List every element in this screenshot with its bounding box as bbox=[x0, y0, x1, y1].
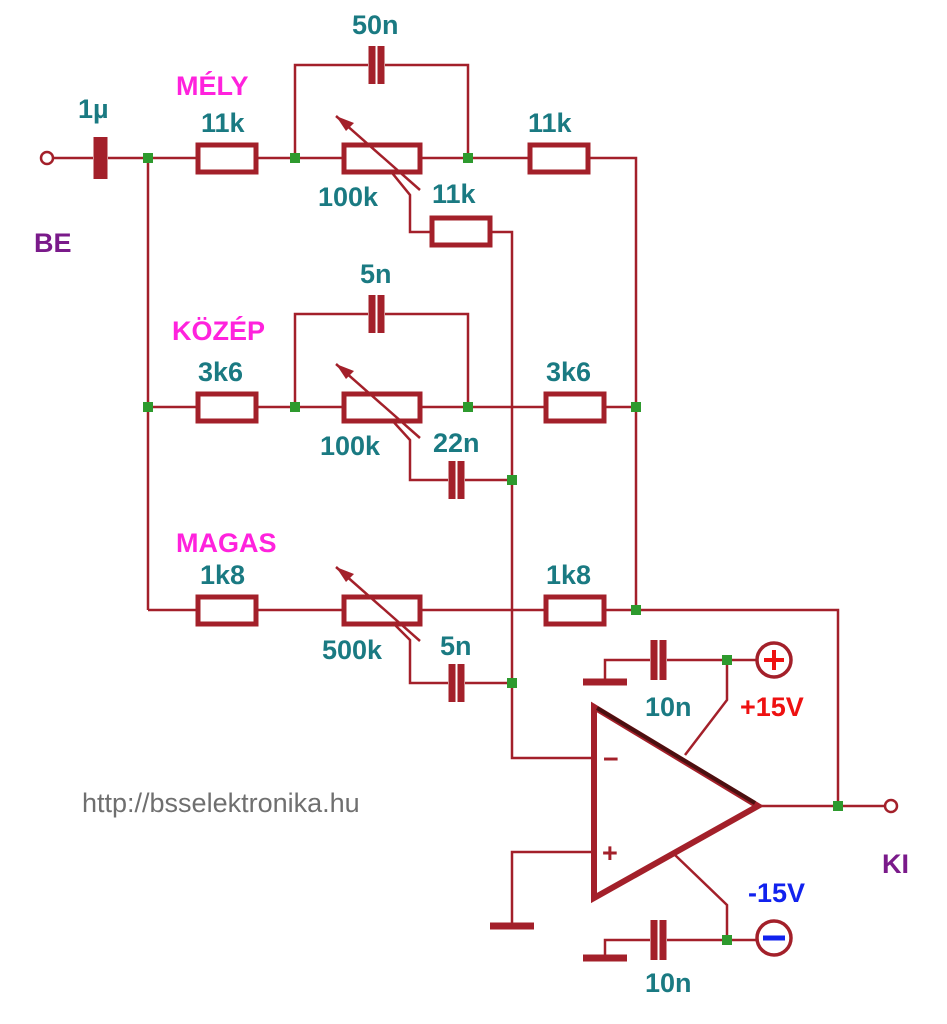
capacitor-input bbox=[93, 137, 108, 179]
label-c-in: 1µ bbox=[78, 94, 109, 124]
label-output: KI bbox=[882, 849, 909, 879]
label-mid: KÖZÉP bbox=[172, 315, 265, 346]
potentiometers bbox=[335, 115, 423, 642]
resistor-treble-in bbox=[195, 594, 259, 627]
potentiometer-mid bbox=[341, 391, 423, 424]
opamp: − + bbox=[591, 701, 764, 904]
opamp-plus-sign: + bbox=[602, 838, 618, 868]
potentiometer-treble bbox=[341, 594, 423, 627]
label-r-bass-wiper: 11k bbox=[432, 179, 477, 209]
label-r-bass-out: 11k bbox=[528, 108, 573, 138]
supply-minus-icon bbox=[755, 919, 793, 957]
label-c-bass: 50n bbox=[352, 10, 399, 40]
junction-nodes bbox=[143, 153, 843, 945]
resistor-treble-out bbox=[543, 594, 607, 627]
resistor-bass-wiper bbox=[429, 215, 493, 248]
resistor-mid-in bbox=[195, 391, 259, 424]
output-terminal bbox=[883, 798, 899, 814]
label-c-dec-neg: 10n bbox=[645, 968, 692, 998]
label-bass: MÉLY bbox=[176, 70, 249, 101]
section-labels: MÉLY KÖZÉP MAGAS bbox=[172, 70, 277, 558]
resistor-bass-out bbox=[527, 142, 591, 175]
label-r-mid-out: 3k6 bbox=[546, 357, 591, 387]
capacitors bbox=[93, 46, 667, 960]
label-input: BE bbox=[34, 228, 72, 258]
label-r-mid-in: 3k6 bbox=[198, 357, 243, 387]
label-p-bass: 100k bbox=[318, 182, 379, 212]
capacitor-mid-wiper bbox=[448, 461, 465, 499]
label-r-tre-out: 1k8 bbox=[546, 560, 591, 590]
label-c-mid-bridge: 5n bbox=[360, 259, 392, 289]
capacitor-decoupling-pos bbox=[650, 640, 667, 680]
opamp-minus-sign: − bbox=[603, 744, 619, 774]
capacitor-treble-wiper bbox=[448, 664, 465, 702]
resistor-bass-in bbox=[195, 142, 259, 175]
label-supply-pos: +15V bbox=[740, 692, 804, 722]
label-p-mid: 100k bbox=[320, 431, 381, 461]
capacitor-bass-bridge bbox=[368, 46, 385, 84]
label-c-tre-wiper: 5n bbox=[440, 631, 472, 661]
capacitor-mid-bridge bbox=[368, 295, 385, 333]
resistor-mid-out bbox=[543, 391, 607, 424]
label-c-mid-wiper: 22n bbox=[433, 428, 480, 458]
label-r-bass-in: 11k bbox=[201, 108, 246, 138]
label-p-tre: 500k bbox=[322, 635, 383, 665]
ground-symbols bbox=[490, 678, 627, 962]
label-c-dec-pos: 10n bbox=[645, 692, 692, 722]
label-supply-neg: -15V bbox=[748, 878, 805, 908]
label-r-tre-in: 1k8 bbox=[200, 560, 245, 590]
label-treble: MAGAS bbox=[176, 528, 277, 558]
potentiometer-bass bbox=[341, 142, 423, 175]
resistors bbox=[195, 142, 607, 627]
capacitor-decoupling-neg bbox=[650, 920, 667, 960]
supply-plus-icon bbox=[755, 641, 793, 679]
input-terminal bbox=[39, 150, 55, 166]
wires bbox=[52, 63, 885, 956]
component-labels: 1µ 11k 50n 100k 11k 11k 5n 3k6 100k 3k6 … bbox=[78, 10, 692, 998]
watermark-url: http://bsselektronika.hu bbox=[82, 788, 360, 818]
